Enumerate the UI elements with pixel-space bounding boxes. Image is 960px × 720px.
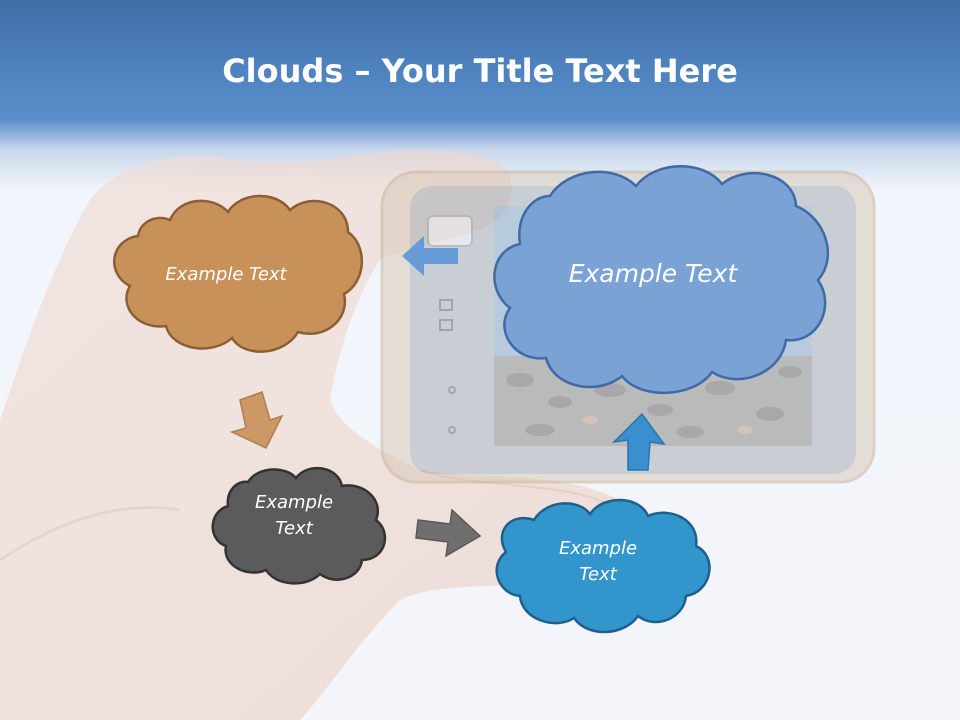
cloud-blue (495, 498, 711, 634)
slide-title: Clouds – Your Title Text Here (0, 52, 960, 90)
title-bold: Clouds (222, 52, 344, 90)
cloud-gray-label: Example Text (224, 490, 364, 542)
arrow-right (415, 508, 482, 558)
cloud-gray-line2: Text (275, 518, 313, 540)
arrow-up (611, 412, 666, 471)
cloud-blue-label: Example Text (518, 536, 678, 588)
arrow-down (229, 391, 284, 449)
arrow-left (402, 236, 458, 276)
title-rest: Your Title Text Here (381, 52, 738, 90)
cloud-brown-label: Example Text (136, 262, 316, 288)
title-separator: – (343, 52, 382, 90)
cloud-brown-text: Example Text (165, 264, 287, 285)
cloud-blue-line1: Example (558, 538, 638, 559)
cloud-gray (211, 466, 387, 585)
cloud-brown (113, 194, 363, 353)
cloud-gray-line1: Example (254, 492, 334, 513)
cloud-blue-line2: Text (579, 564, 617, 586)
cloud-big (493, 165, 830, 395)
cloud-big-label: Example Text (540, 256, 766, 292)
cloud-big-text: Example Text (568, 259, 738, 288)
